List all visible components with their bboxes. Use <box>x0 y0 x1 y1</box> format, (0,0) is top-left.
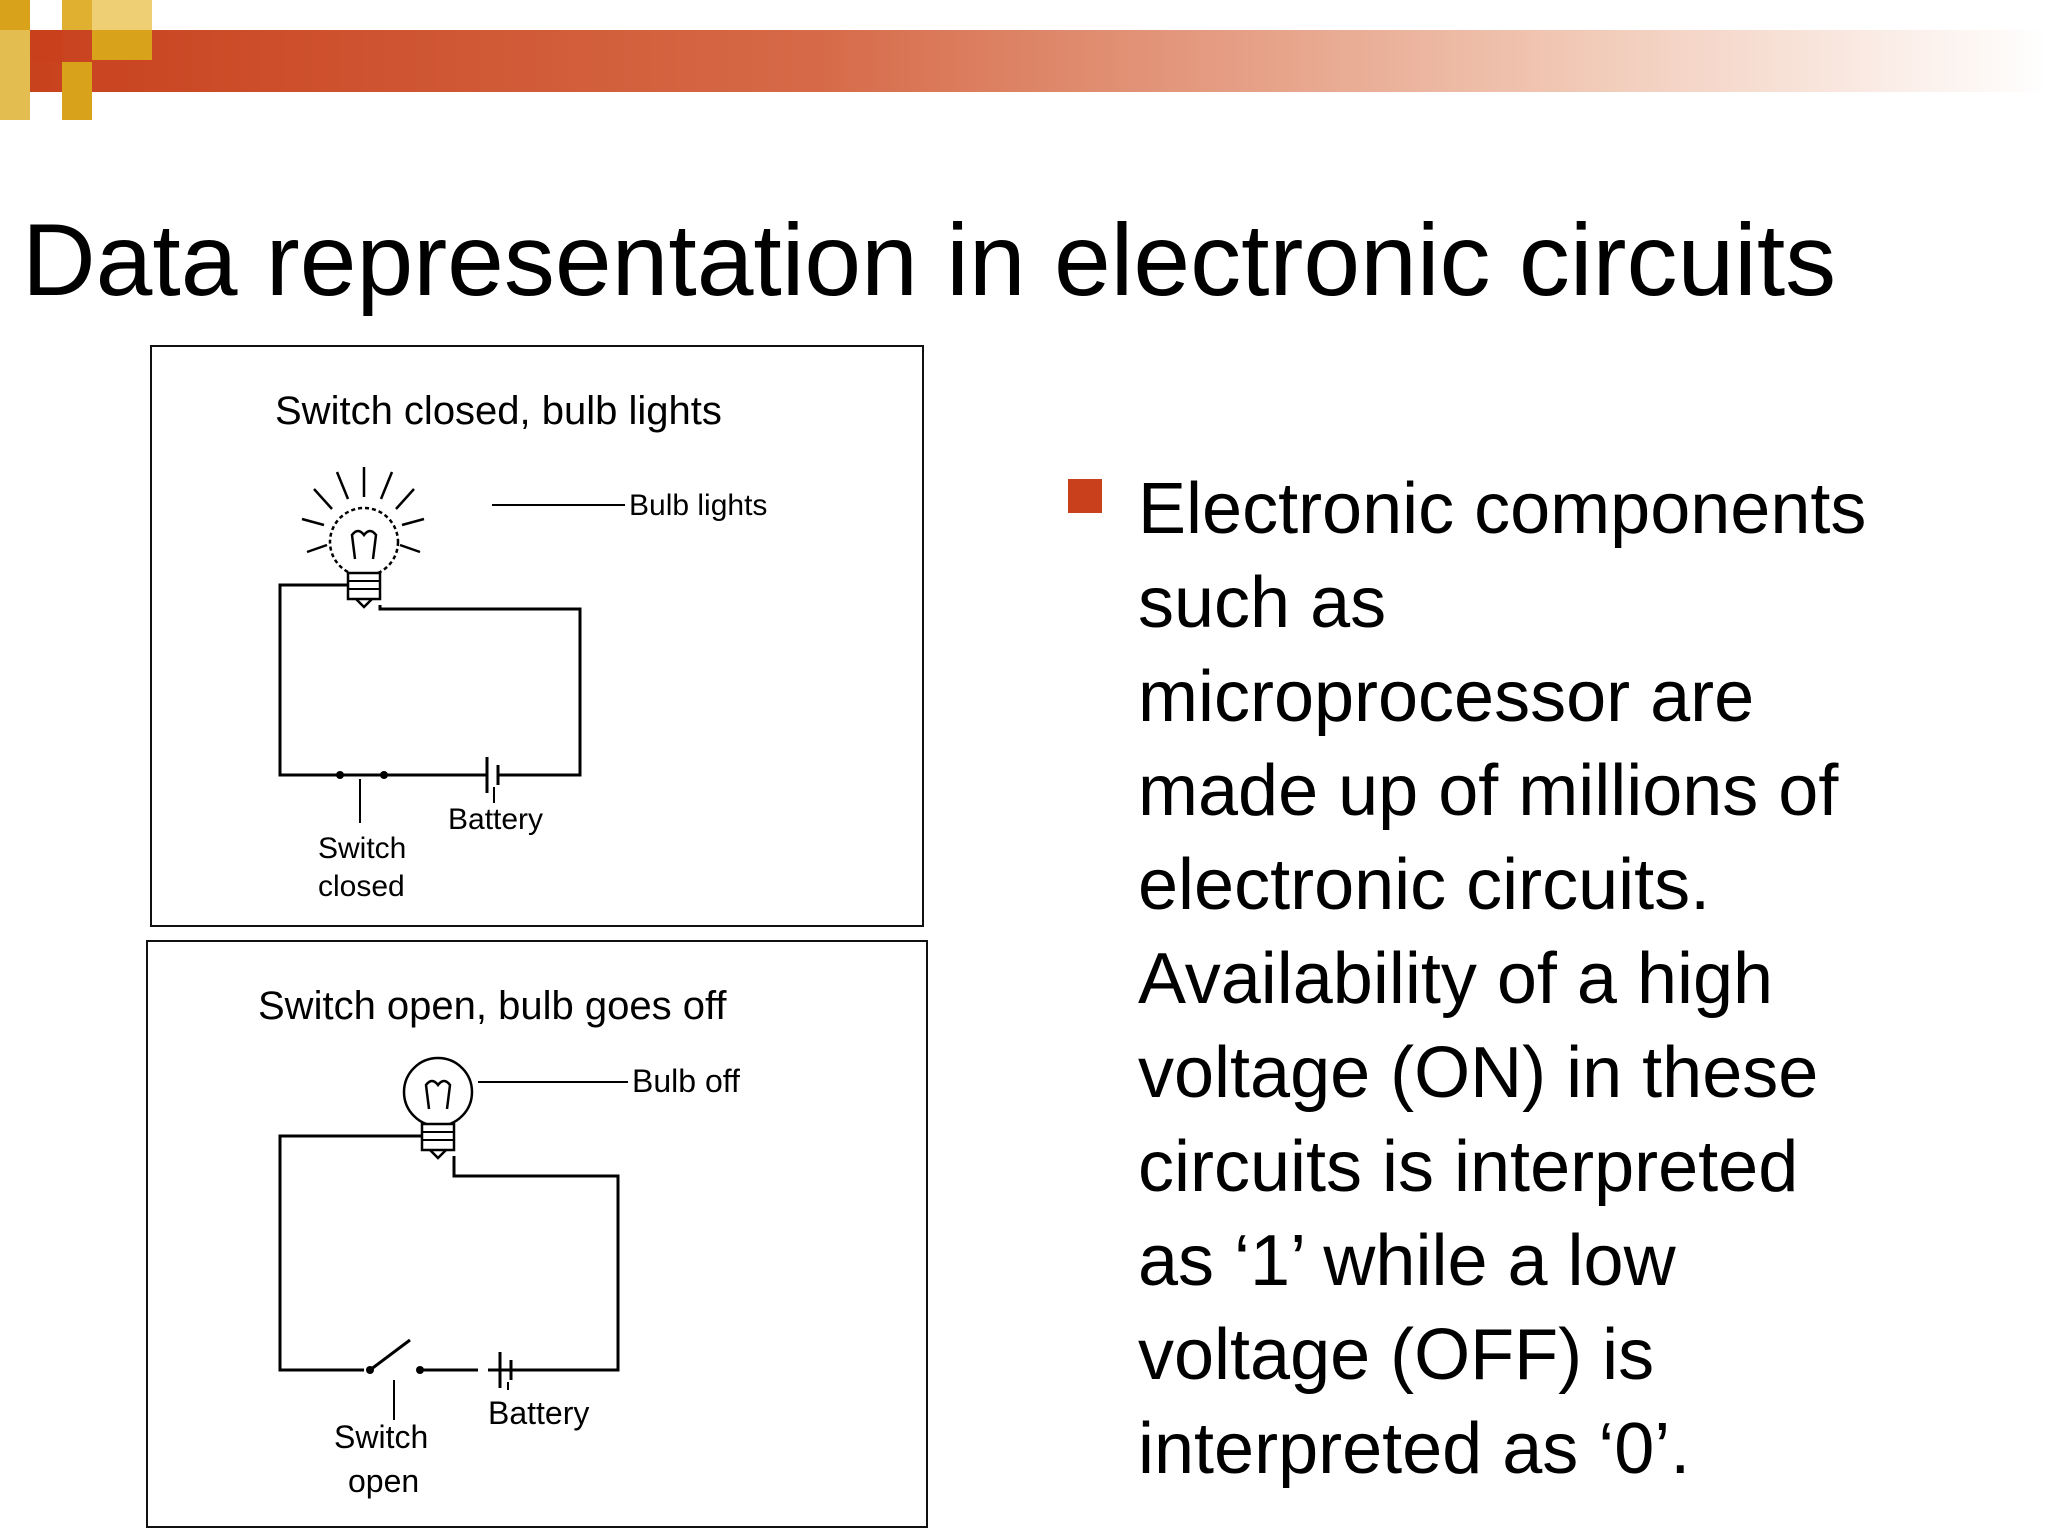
battery-icon <box>485 757 500 793</box>
diagram-caption: Switch closed, bulb lights <box>275 389 722 433</box>
circuit-wire <box>278 1134 620 1372</box>
header-decor-square <box>0 30 30 120</box>
header-decor-square <box>92 30 152 60</box>
bulb-label: Bulb lights <box>629 489 767 522</box>
switch-contact-icon <box>336 771 344 779</box>
bullet-line: Availability of a high <box>1138 939 1774 1019</box>
bullet-paragraph: Electronic components such as microproce… <box>1138 462 1998 1496</box>
bullet-line: voltage (OFF) is <box>1138 1315 1655 1395</box>
header-gradient-bar <box>0 30 2048 92</box>
switch-label: Switch <box>334 1419 428 1455</box>
bulb-off-icon <box>402 1056 474 1160</box>
bullet-line: circuits is interpreted <box>1138 1127 1799 1207</box>
bullet-line: such as <box>1138 563 1387 643</box>
bullet-line: made up of millions of <box>1138 751 1839 831</box>
circuit-diagram-closed: Switch closed, bulb lights Bulb lights <box>275 389 767 903</box>
square-bullet-icon <box>1068 479 1102 513</box>
switch-state-label: open <box>348 1463 419 1499</box>
bullet-line: electronic circuits. <box>1138 845 1711 925</box>
header-decor-square <box>62 0 92 30</box>
header-decor-square <box>0 0 30 30</box>
light-rays-icon <box>301 467 425 554</box>
diagram-switch-closed: Switch closed, bulb lights Bulb lights <box>150 345 924 927</box>
header-decor-square <box>62 62 92 120</box>
bullet-line: as ‘1’ while a low <box>1138 1221 1676 1301</box>
bullet-line: microprocessor are <box>1138 657 1755 737</box>
battery-icon <box>498 1352 513 1388</box>
bulb-on-icon <box>328 506 400 609</box>
bullet-line: Electronic components <box>1138 469 1867 549</box>
switch-label: Switch <box>318 832 406 865</box>
battery-label: Battery <box>448 803 543 836</box>
switch-open-icon <box>366 1338 424 1374</box>
circuit-wire <box>278 583 582 777</box>
circuit-diagram-open: Switch open, bulb goes off Bulb off <box>258 984 740 1499</box>
slide-title: Data representation in electronic circui… <box>22 203 1837 317</box>
bullet-line: voltage (ON) in these <box>1138 1033 1819 1113</box>
bullet-line: interpreted as ‘0’. <box>1138 1409 1691 1489</box>
battery-label: Battery <box>488 1395 589 1431</box>
diagram-caption: Switch open, bulb goes off <box>258 984 727 1028</box>
header-decor-square <box>92 0 152 30</box>
switch-state-label: closed <box>318 870 405 903</box>
diagram-switch-open: Switch open, bulb goes off Bulb off <box>146 940 928 1528</box>
header-decor-square <box>30 30 62 62</box>
bulb-label: Bulb off <box>632 1063 740 1099</box>
switch-contact-icon <box>380 771 388 779</box>
